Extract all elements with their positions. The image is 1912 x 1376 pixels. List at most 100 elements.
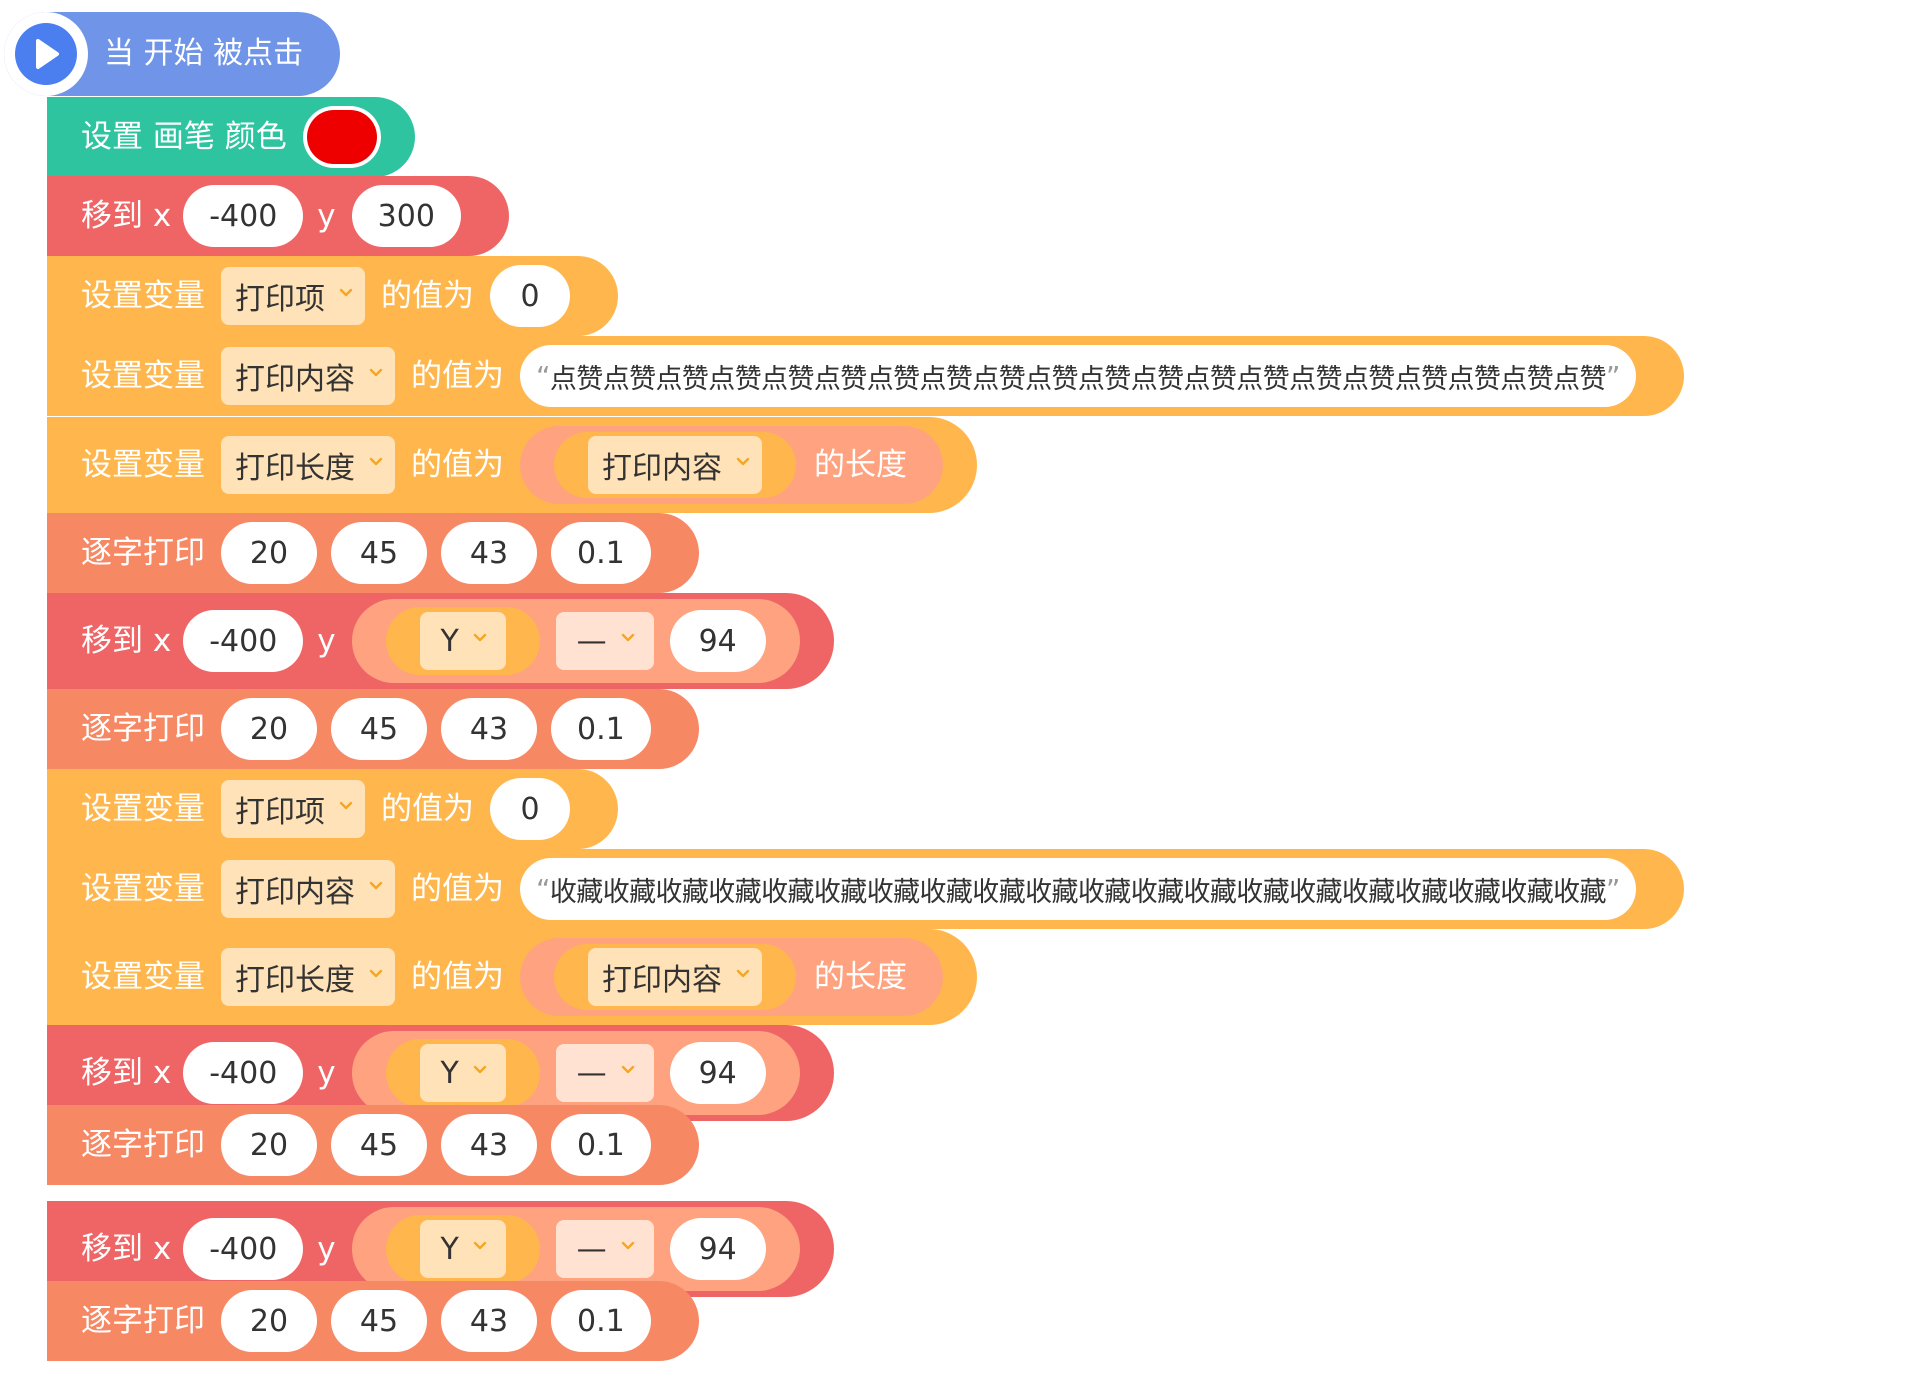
- variable-reporter[interactable]: Y: [385, 1039, 540, 1107]
- y-variable-dropdown[interactable]: Y: [419, 612, 506, 670]
- length-variable-dropdown[interactable]: 打印内容: [588, 436, 762, 494]
- variable-reporter[interactable]: Y: [385, 607, 540, 675]
- chevron-down-icon: [473, 1063, 487, 1077]
- arg-input[interactable]: 45: [331, 1114, 427, 1176]
- arg-input[interactable]: 0.1: [551, 522, 651, 584]
- variable-dropdown[interactable]: 打印长度: [221, 436, 395, 494]
- subtract-reporter[interactable]: Y — 94: [351, 1031, 800, 1115]
- x-input[interactable]: -400: [183, 185, 304, 247]
- chevron-down-icon: [736, 455, 750, 469]
- value-input[interactable]: 0: [490, 265, 570, 327]
- arg-input[interactable]: 45: [331, 1290, 427, 1352]
- dropdown-value: 打印内容: [235, 362, 355, 397]
- block-set-var-text[interactable]: 设置变量打印内容的值为“收藏收藏收藏收藏收藏收藏收藏收藏收藏收藏收藏收藏收藏收藏…: [47, 849, 1684, 929]
- dropdown-value: 打印内容: [602, 451, 722, 486]
- chevron-down-icon: [736, 967, 750, 981]
- open-quote: “: [536, 359, 551, 393]
- arg-input[interactable]: 20: [221, 522, 317, 584]
- close-quote: ”: [1605, 359, 1621, 393]
- y-label: y: [317, 197, 336, 234]
- play-icon-ring: [15, 23, 77, 85]
- chevron-down-icon: [339, 799, 353, 813]
- length-label: 的长度: [814, 958, 907, 995]
- play-icon[interactable]: [4, 12, 88, 96]
- arg-input[interactable]: 43: [441, 698, 537, 760]
- text-value-input[interactable]: “收藏收藏收藏收藏收藏收藏收藏收藏收藏收藏收藏收藏收藏收藏收藏收藏收藏收藏收藏收…: [520, 858, 1636, 920]
- operand-input[interactable]: 94: [669, 1042, 766, 1104]
- chevron-down-icon: [369, 879, 383, 893]
- y-variable-dropdown[interactable]: Y: [419, 1044, 506, 1102]
- block-label: 设置变量: [81, 446, 205, 483]
- operator-dropdown[interactable]: —: [555, 1044, 654, 1102]
- arg-input[interactable]: 43: [441, 1290, 537, 1352]
- length-of-reporter[interactable]: 打印内容 的长度: [520, 938, 943, 1016]
- block-set-var-len[interactable]: 设置变量打印长度 的值为 打印内容 的长度: [47, 417, 977, 513]
- variable-dropdown[interactable]: 打印长度: [221, 948, 395, 1006]
- variable-reporter[interactable]: Y: [385, 1215, 540, 1283]
- pen-color-fill: [306, 110, 377, 164]
- block-label: 移到 x: [81, 1230, 172, 1267]
- text-value-input[interactable]: “点赞点赞点赞点赞点赞点赞点赞点赞点赞点赞点赞点赞点赞点赞点赞点赞点赞点赞点赞点…: [520, 345, 1636, 407]
- arg-input[interactable]: 43: [441, 522, 537, 584]
- dropdown-value: 打印长度: [235, 963, 355, 998]
- when-start-clicked-hat-block[interactable]: 当 开始 被点击: [4, 12, 340, 96]
- op-label: 的值为: [411, 446, 504, 483]
- variable-dropdown[interactable]: 打印内容: [221, 347, 395, 405]
- hat-label: 当 开始 被点击: [104, 36, 304, 71]
- chevron-down-icon: [369, 455, 383, 469]
- block-set-var-text[interactable]: 设置变量打印内容的值为“点赞点赞点赞点赞点赞点赞点赞点赞点赞点赞点赞点赞点赞点赞…: [47, 336, 1684, 416]
- block-label: 移到 x: [81, 197, 172, 234]
- arg-input[interactable]: 45: [331, 522, 427, 584]
- operator-dropdown[interactable]: —: [555, 1220, 654, 1278]
- variable-reporter[interactable]: 打印内容: [554, 432, 796, 498]
- operand-input[interactable]: 94: [669, 1218, 766, 1280]
- operator-dropdown[interactable]: —: [555, 612, 654, 670]
- arg-input[interactable]: 43: [441, 1114, 537, 1176]
- op-label: 的值为: [411, 958, 504, 995]
- arg-input[interactable]: 0.1: [551, 1114, 651, 1176]
- arg-input[interactable]: 20: [221, 1114, 317, 1176]
- y-variable-dropdown[interactable]: Y: [419, 1220, 506, 1278]
- arg-input[interactable]: 0.1: [551, 698, 651, 760]
- y-input[interactable]: 300: [351, 185, 461, 247]
- variable-dropdown[interactable]: 打印项: [221, 267, 365, 325]
- arg-input[interactable]: 0.1: [551, 1290, 651, 1352]
- length-variable-dropdown[interactable]: 打印内容: [588, 948, 762, 1006]
- arg-input[interactable]: 20: [221, 1290, 317, 1352]
- open-quote: “: [536, 872, 551, 906]
- text-value: 点赞点赞点赞点赞点赞点赞点赞点赞点赞点赞点赞点赞点赞点赞点赞点赞点赞点赞点赞点赞: [549, 363, 1607, 395]
- block-set-pen-color[interactable]: 设置 画笔 颜色: [47, 97, 415, 177]
- dropdown-value: Y: [440, 1231, 459, 1267]
- arg-input[interactable]: 20: [221, 698, 317, 760]
- dropdown-value: —: [576, 1055, 607, 1091]
- variable-dropdown[interactable]: 打印项: [221, 780, 365, 838]
- x-input[interactable]: -400: [183, 1042, 304, 1104]
- block-label: 设置变量: [81, 277, 205, 314]
- variable-reporter[interactable]: 打印内容: [554, 944, 796, 1010]
- block-move-to[interactable]: 移到 x -400 y 300: [47, 176, 509, 256]
- arg-input[interactable]: 45: [331, 698, 427, 760]
- dropdown-value: 打印项: [235, 282, 325, 317]
- block-set-var-len[interactable]: 设置变量打印长度的值为打印内容的长度: [47, 929, 977, 1025]
- variable-dropdown[interactable]: 打印内容: [221, 860, 395, 918]
- x-input[interactable]: -400: [183, 610, 304, 672]
- value-input[interactable]: 0: [490, 778, 570, 840]
- x-input[interactable]: -400: [183, 1218, 304, 1280]
- operand-input[interactable]: 94: [669, 610, 766, 672]
- dropdown-value: 打印长度: [235, 451, 355, 486]
- subtract-reporter[interactable]: Y — 94: [351, 599, 800, 683]
- block-label: 设置变量: [81, 357, 205, 394]
- pen-color-swatch[interactable]: [302, 106, 381, 168]
- subtract-reporter[interactable]: Y — 94: [351, 1207, 800, 1291]
- length-of-reporter[interactable]: 打印内容 的长度: [520, 426, 943, 504]
- length-label: 的长度: [814, 446, 907, 483]
